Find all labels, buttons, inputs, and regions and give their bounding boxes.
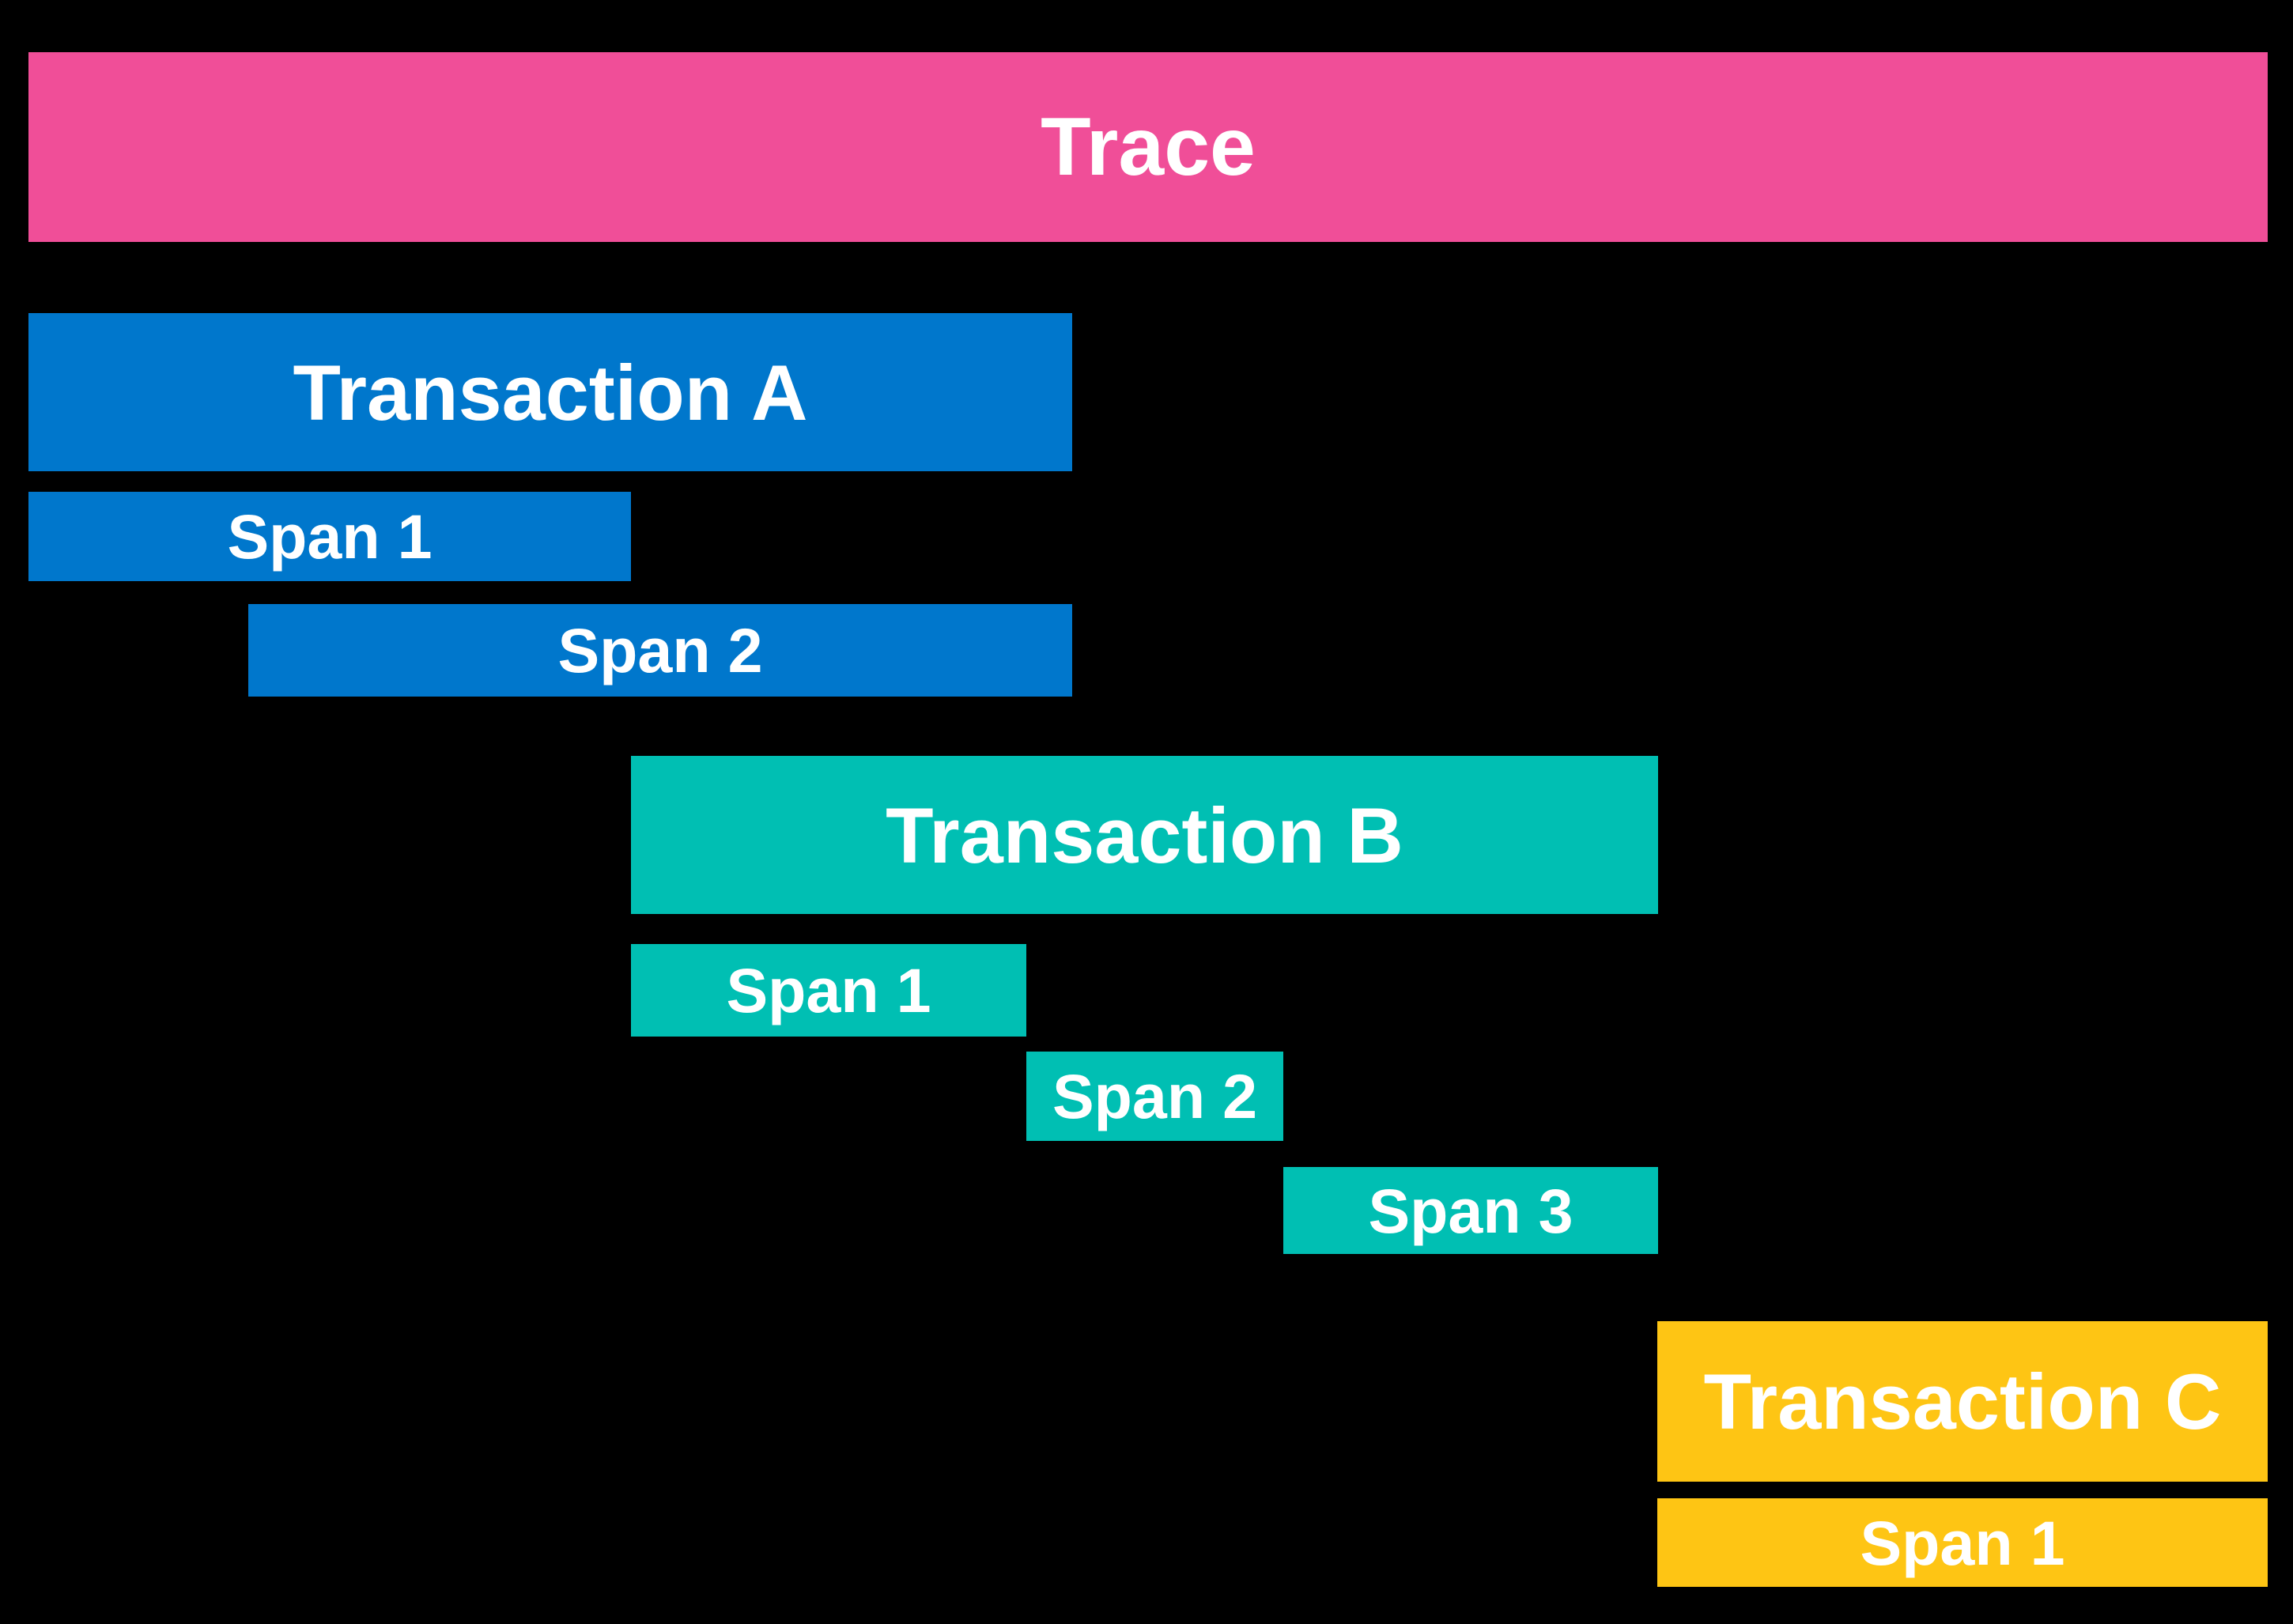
- trace-bar: Trace: [28, 52, 2268, 242]
- transaction-b-span-2-bar: Span 2: [1026, 1052, 1283, 1141]
- transaction-c-span-1-label: Span 1: [1860, 1507, 2065, 1578]
- trace-label: Trace: [1041, 101, 1256, 193]
- transaction-a-span-2-label: Span 2: [557, 615, 763, 685]
- transaction-c-bar: Transaction C: [1657, 1321, 2268, 1482]
- transaction-b-label: Transaction B: [886, 791, 1403, 879]
- transaction-b-span-3-bar: Span 3: [1283, 1167, 1658, 1254]
- transaction-a-label: Transaction A: [293, 348, 808, 436]
- transaction-a-span-2-bar: Span 2: [248, 604, 1072, 697]
- transaction-b-span-3-label: Span 3: [1368, 1175, 1573, 1246]
- transaction-b-bar: Transaction B: [631, 756, 1658, 914]
- transaction-a-bar: Transaction A: [28, 313, 1072, 471]
- transaction-b-span-1-label: Span 1: [726, 955, 931, 1025]
- transaction-b-span-2-label: Span 2: [1052, 1061, 1258, 1131]
- transaction-b-span-1-bar: Span 1: [631, 944, 1026, 1037]
- transaction-c-span-1-bar: Span 1: [1657, 1498, 2268, 1587]
- transaction-c-label: Transaction C: [1703, 1358, 2222, 1445]
- transaction-a-span-1-label: Span 1: [227, 501, 433, 572]
- transaction-a-span-1-bar: Span 1: [28, 492, 631, 581]
